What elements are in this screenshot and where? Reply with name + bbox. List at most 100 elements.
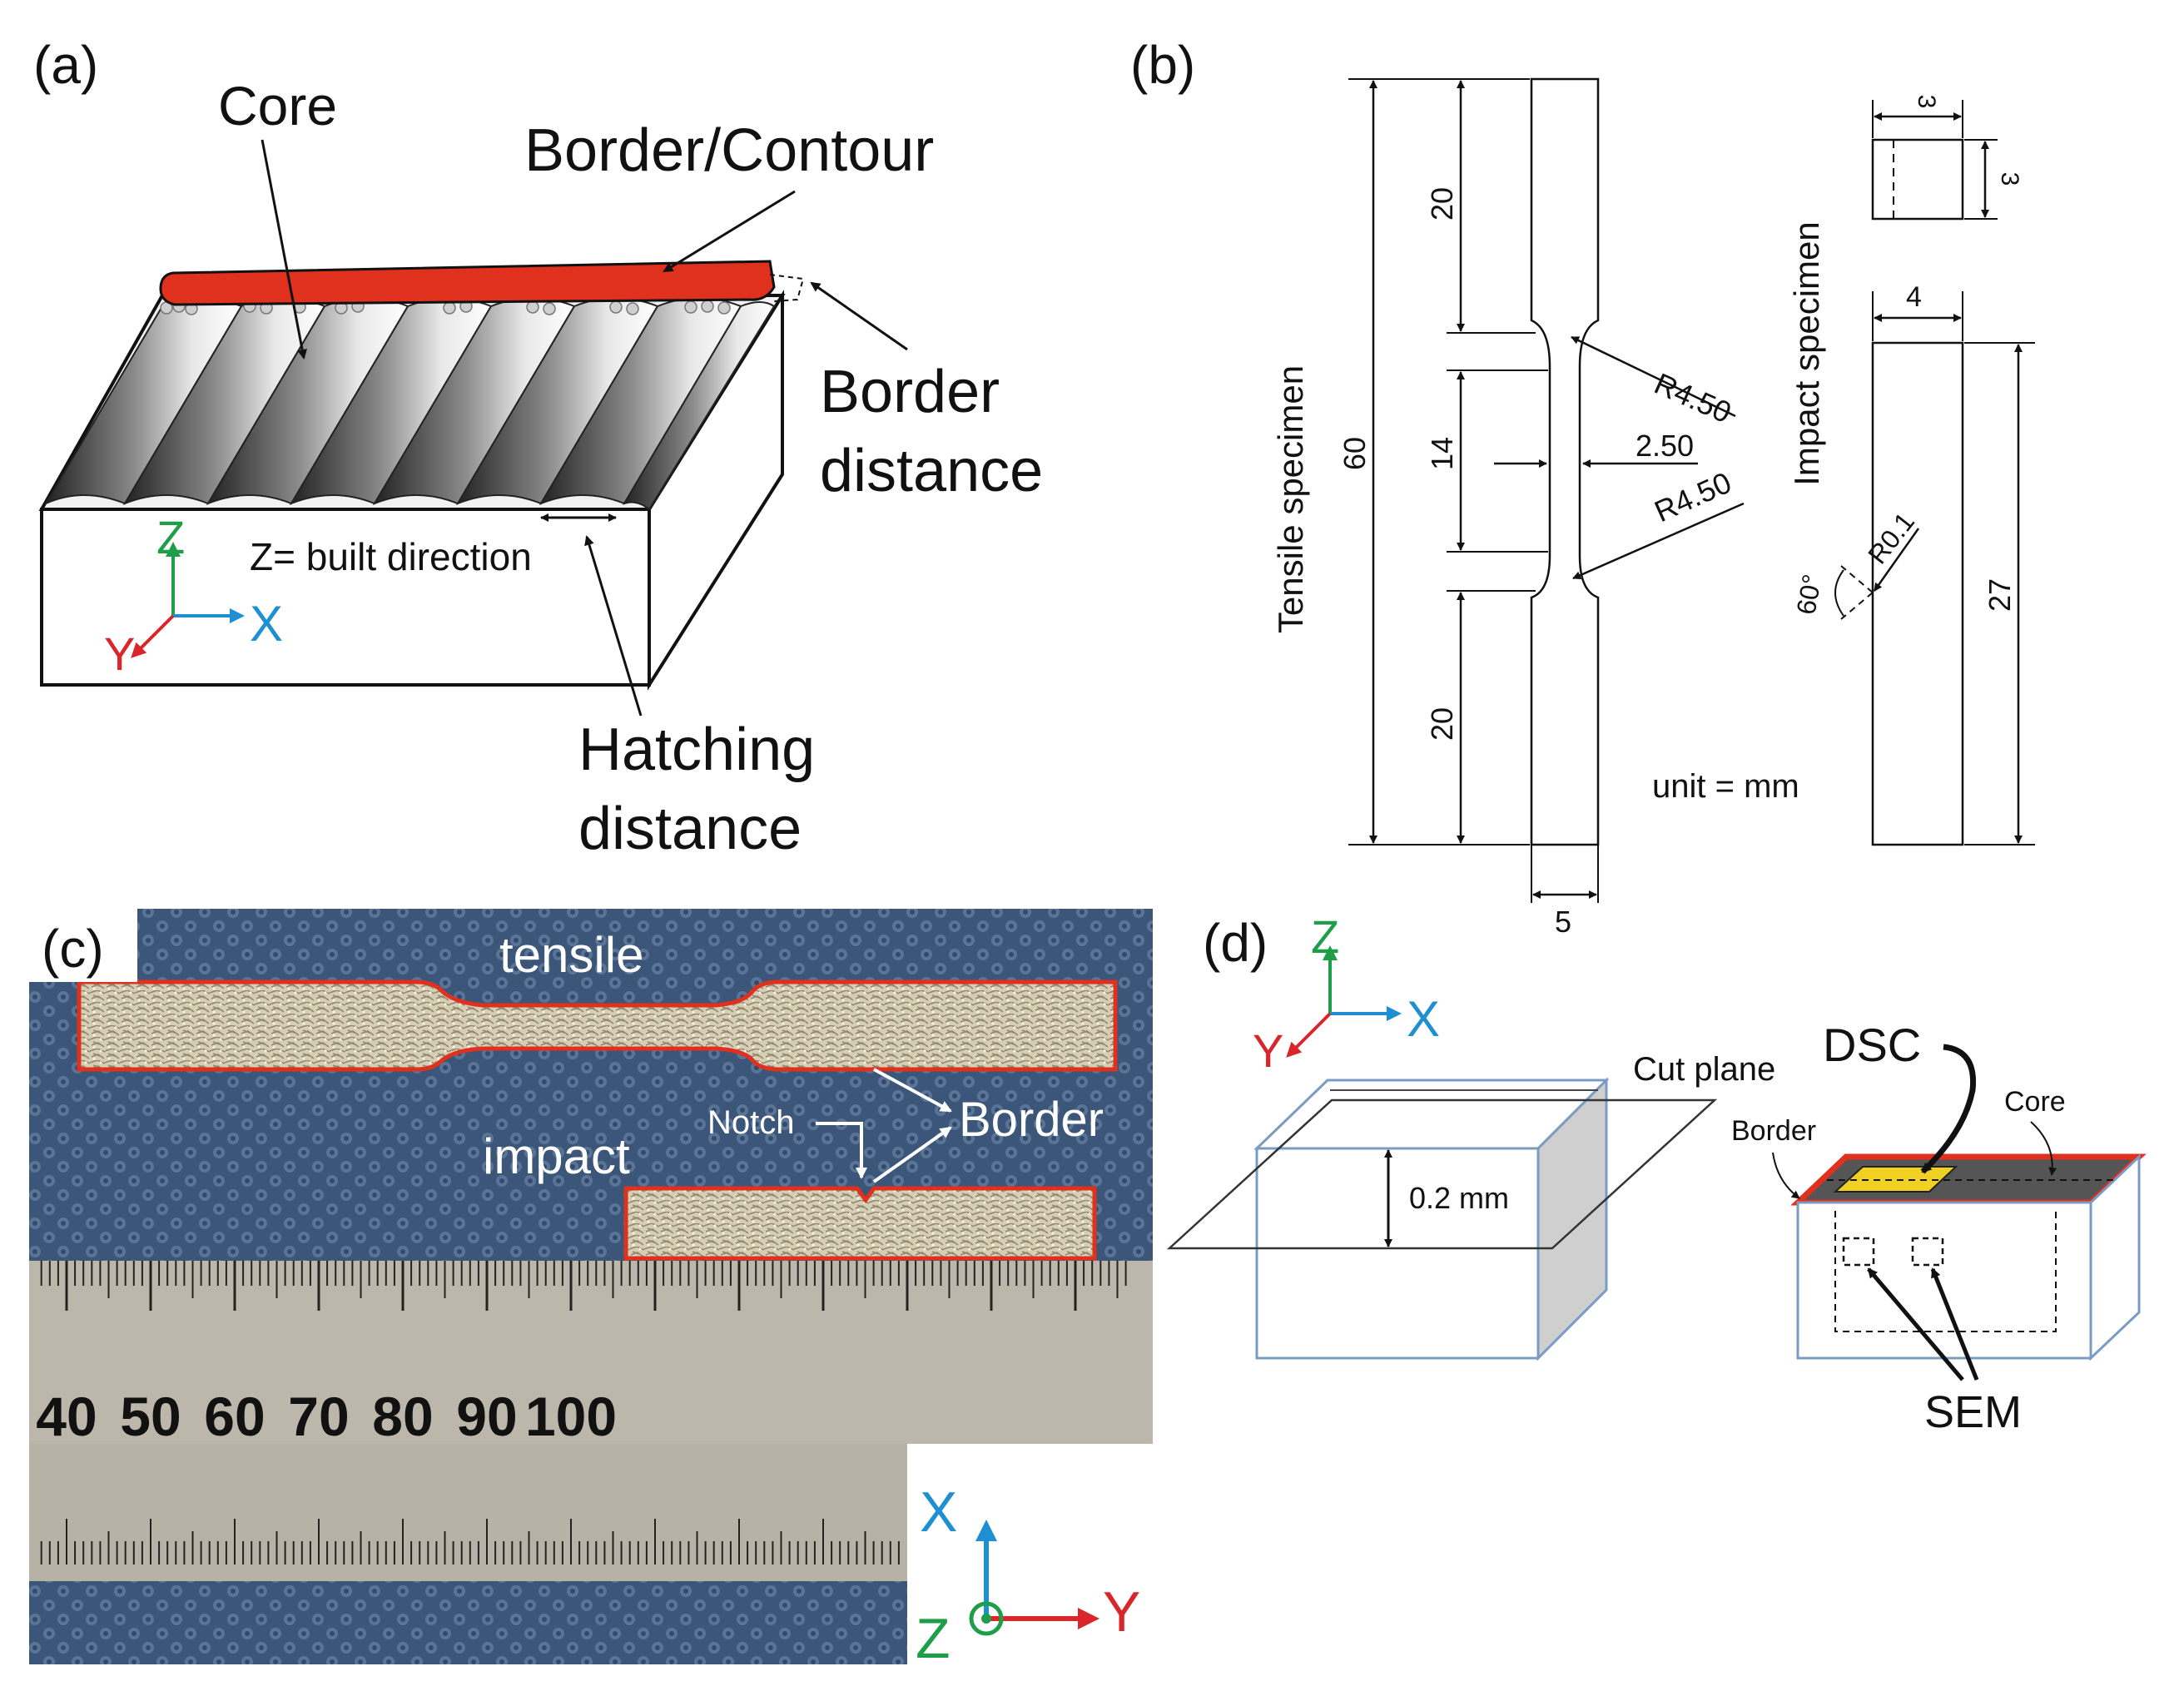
border-distance-arrow	[810, 281, 908, 351]
x-axis-label-c: X	[920, 1480, 957, 1544]
tensile-specimen-outline	[1530, 77, 1600, 846]
notch-radius-leader	[1873, 528, 1920, 592]
border-distance-label-2: distance	[820, 438, 1043, 504]
notch-label: Notch	[707, 1104, 795, 1141]
tensile-label: tensile	[499, 927, 643, 983]
sem-label: SEM	[1924, 1387, 2022, 1437]
dim-text-3-height: 3	[1996, 172, 2023, 186]
impact-long-extension-lines	[1872, 291, 2035, 846]
hatch-tracks	[43, 297, 776, 511]
impact-sample-photo	[623, 1186, 1097, 1261]
hatch-track	[622, 301, 776, 511]
ruler-number: 40	[36, 1386, 97, 1447]
core-label: Core	[218, 75, 337, 136]
cube-side-face	[1536, 1077, 1608, 1361]
border-distance-outline	[769, 274, 805, 302]
dim-text-250: 2.50	[1636, 429, 1694, 463]
block-side-face	[648, 290, 784, 691]
tensile-extension-lines	[1348, 78, 1599, 903]
ruler-number: 60	[204, 1386, 265, 1447]
dim-text-60deg: 60°	[1790, 572, 1827, 617]
cut-cube: 0.2 mm Cut plane	[1166, 1051, 1775, 1361]
dim-text-14: 14	[1425, 437, 1459, 470]
impact-long-view	[1871, 341, 1964, 846]
axis-triad-c: X Y Z	[916, 1480, 1140, 1670]
contour-track	[159, 260, 776, 306]
radius-leader-top	[1571, 335, 1736, 418]
slice-side-face	[2089, 1153, 2141, 1361]
unit-label: unit = mm	[1652, 768, 1799, 805]
x-axis-label-d: X	[1407, 991, 1440, 1047]
dim-text-60: 60	[1338, 437, 1372, 470]
panel-c-label-bg	[29, 909, 137, 982]
ruler-lower	[29, 1444, 907, 1581]
slice-front-face	[1796, 1201, 2092, 1360]
tensile-specimen-title: Tensile specimen	[1271, 365, 1310, 633]
sem-arrow-left	[1867, 1267, 1964, 1381]
thickness-label: 0.2 mm	[1409, 1181, 1509, 1215]
ruler-number: 70	[288, 1386, 349, 1447]
border-arrow-d	[1772, 1152, 1800, 1199]
core-arrow-d	[2030, 1121, 2057, 1176]
impact-label: impact	[483, 1128, 630, 1184]
notch-angle-lines	[1840, 565, 1874, 620]
ruler-number: 100	[525, 1386, 617, 1447]
panel-d-label: (d)	[1203, 913, 1268, 973]
x-axis-label: X	[250, 596, 283, 652]
dim-text-20-bottom: 20	[1425, 707, 1459, 741]
panel-b-label: (b)	[1130, 35, 1195, 95]
cut-plane	[1166, 1098, 1718, 1250]
border-label-d: Border	[1731, 1115, 1816, 1147]
dim-text-r450-top: R4.50	[1650, 366, 1736, 430]
dsc-sample-region	[1833, 1166, 1958, 1193]
z-axis-dot	[981, 1614, 991, 1624]
core-arrow	[261, 139, 308, 360]
border-label-c: Border	[959, 1093, 1104, 1147]
z-axis-label: Z	[156, 511, 185, 563]
ruler-ticks-bottom	[40, 1519, 900, 1565]
dim-text-r450-bottom: R4.50	[1650, 465, 1736, 529]
radius-leader-bottom	[1572, 502, 1745, 580]
panel-c-label: (c)	[42, 919, 104, 979]
border-contour-label: Border/Contour	[524, 117, 934, 184]
notch-angle-arc	[1834, 569, 1844, 617]
hatching-distance-arrow	[584, 535, 643, 717]
panel-a: (a)	[33, 35, 1043, 862]
y-axis-label-c: Y	[1103, 1580, 1140, 1644]
slice-inner-dashed	[1834, 1211, 2057, 1332]
y-axis-arrow-d	[1286, 1012, 1332, 1058]
core-label-d: Core	[2004, 1086, 2066, 1118]
z-axis-label-d: Z	[1311, 910, 1339, 963]
dim-text-27: 27	[1983, 578, 2017, 612]
impact-section-extension-lines	[1872, 100, 1998, 220]
border-contour-arrow	[663, 190, 796, 273]
dim-text-3-width: 3	[1913, 95, 1940, 109]
sem-arrow-right	[1930, 1267, 1979, 1381]
impact-cross-section	[1871, 138, 1964, 221]
built-direction-label: Z= built direction	[250, 535, 532, 578]
slice-sample: SEM DSC Core Border	[1731, 1019, 2147, 1437]
tensile-sample-photo	[77, 979, 1118, 1072]
dsc-label: DSC	[1823, 1019, 1921, 1071]
notch-arrow	[816, 1122, 867, 1179]
axis-triad-d: Z X Y	[1253, 910, 1440, 1077]
ruler-number: 90	[456, 1386, 517, 1447]
sem-region-left	[1842, 1237, 1875, 1267]
dim-text-20-top: 20	[1425, 187, 1459, 221]
z-axis-label-c: Z	[916, 1607, 951, 1670]
ruler-ticks-top	[40, 1261, 1127, 1311]
hatching-distance-label-2: distance	[578, 796, 802, 862]
sem-region-right	[1911, 1237, 1944, 1267]
panel-b: (b) Tensile specimen 60 20 14	[1130, 35, 2035, 939]
dim-text-4: 4	[1906, 281, 1922, 313]
hatching-distance-label-1: Hatching	[578, 717, 815, 783]
cut-plane-label: Cut plane	[1633, 1051, 1775, 1088]
border-arrow-tensile	[873, 1068, 952, 1113]
cube-front-face	[1255, 1147, 1540, 1360]
panel-a-label: (a)	[33, 35, 98, 95]
z-axis-out-of-plane-icon	[969, 1601, 1004, 1636]
y-axis-label-d: Y	[1253, 1024, 1283, 1077]
